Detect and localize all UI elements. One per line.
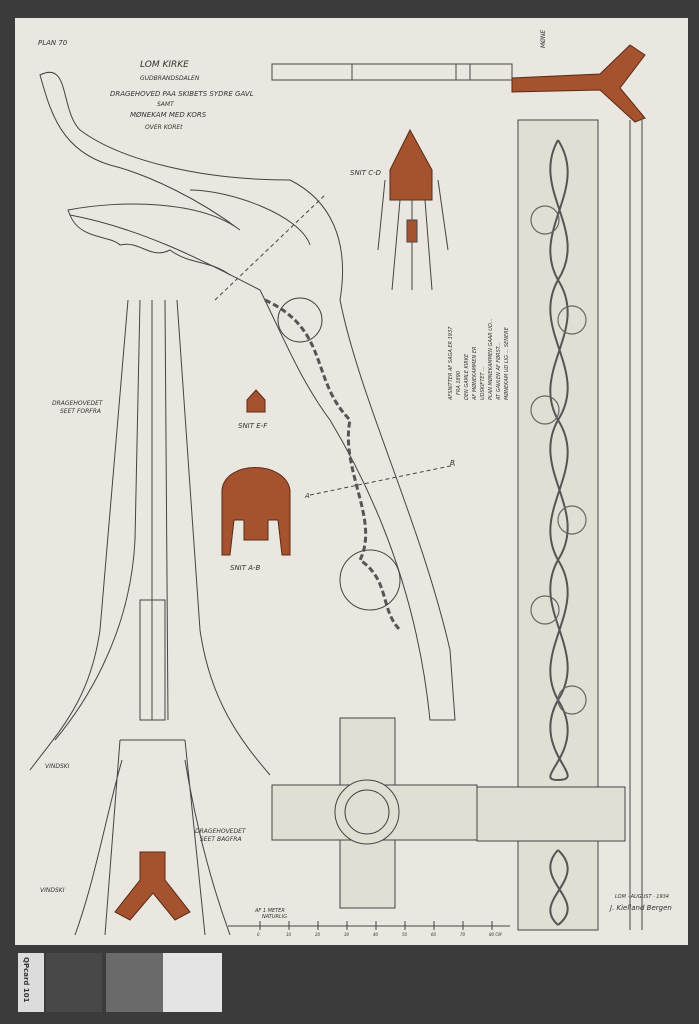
note-line: DEN GAMLE KIRKE: [464, 353, 470, 400]
section-ef-label: SNIT E-F: [238, 422, 268, 430]
note-line: AFSNITTER AF SAGA ER 1937: [448, 326, 454, 401]
scale-tick-label: 80 CM: [489, 932, 502, 937]
color-patch-light: [163, 953, 222, 1012]
point-b-label: B: [450, 459, 455, 467]
back-view-red-piece: [114, 851, 191, 921]
signature: J. Kielland Bergen: [608, 904, 672, 912]
signature-date: LOM · AUGUST · 1934: [615, 894, 669, 900]
wind-board-label-lower: VINDSKI: [40, 887, 65, 894]
description-line-2: SAMT: [157, 101, 175, 108]
title: LOM KIRKE: [140, 60, 189, 70]
note-line: PLAN MØNEKAMMEN GAAR UD...: [487, 318, 494, 400]
scale-tick-label: 60: [431, 932, 437, 937]
color-card-label: QPcard 101: [18, 953, 44, 1012]
scale-tick-label: 70: [460, 932, 466, 937]
note-line: FRA 1890: [456, 371, 462, 395]
scale-tick-label: 20: [315, 932, 321, 937]
color-card-text: QPcard 101: [22, 957, 30, 1003]
description-line-1: DRAGEHOVED PAA SKIBETS SYDRE GAVL: [110, 90, 254, 98]
color-patch-dark: [46, 953, 102, 1012]
wind-board-label-upper: VINDSKI: [45, 763, 70, 770]
scale-label-2: NATURLIG: [262, 914, 287, 920]
ridge-y-piece: [511, 44, 646, 123]
scale-tick-label: 50: [402, 932, 408, 937]
note-line: MØNEKAM UD LIG ... SENERE: [503, 326, 510, 400]
description-line-4: OVER KOREt: [145, 124, 183, 131]
front-view-label-2: SEET FORFRA: [60, 408, 101, 415]
back-view: [74, 739, 231, 936]
scale-tick-label: 0: [257, 932, 260, 937]
description-line-3: MØNEKAM MED KORS: [130, 111, 207, 119]
section-cd-label: SNIT C-D: [350, 169, 382, 177]
ridge-cross: [271, 717, 626, 909]
back-view-label-2: SEET BAGFRA: [200, 836, 242, 843]
note-line: AT GAVLEN AF FØRST...: [495, 342, 502, 401]
dragon-head-outline: [39, 71, 456, 721]
scale-tick-label: 40: [373, 932, 379, 937]
section-cd-shape: [389, 128, 433, 201]
section-ef-shape: [246, 389, 266, 413]
color-patch-mid: [106, 953, 163, 1012]
section-ab-label: SNIT A-B: [230, 564, 261, 572]
section-ab-shape: [221, 467, 291, 556]
note-line: UDSKIFTET ...: [480, 366, 486, 400]
front-view: [29, 299, 271, 776]
plate-number: PLAN 70: [38, 39, 68, 47]
subtitle: GUDBRANDSDALEN: [140, 75, 200, 82]
note-line: AF MØNEKAMMEN ER: [471, 347, 478, 401]
top-right-note: MØNE: [540, 30, 547, 48]
dragon-neck-carving: [264, 298, 402, 632]
front-view-label-1: DRAGEHOVEDET: [52, 400, 104, 407]
scale-tick-label: 30: [344, 932, 350, 937]
scale-label-1: AF 1 METER: [254, 908, 285, 914]
back-view-label-1: DRAGEHOVEDET: [195, 828, 247, 835]
ridge-beam: [271, 63, 513, 81]
point-a-label: A: [304, 492, 310, 500]
scale-tick-label: 10: [286, 932, 292, 937]
notes-block: AFSNITTER AF SAGA ER 1937 FRA 1890 DEN G…: [448, 318, 510, 401]
